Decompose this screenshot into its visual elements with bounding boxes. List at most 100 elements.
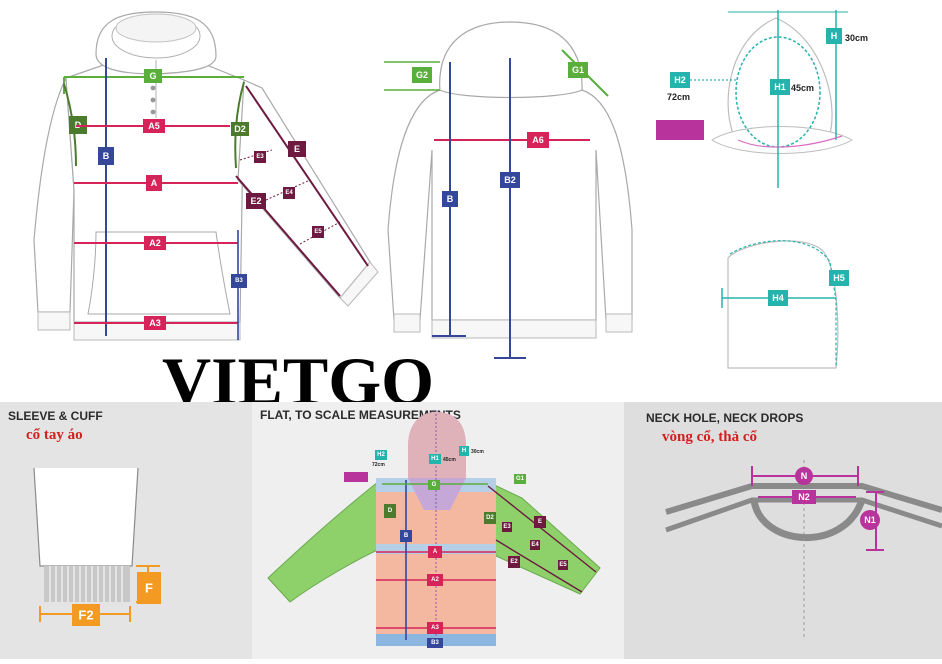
flat-d-label: D bbox=[388, 508, 393, 514]
sleeve-shape bbox=[33, 467, 139, 567]
flat-title: FLAT, TO SCALE MEASUREMENTS bbox=[260, 408, 461, 422]
flat-g1-tag bbox=[514, 474, 526, 484]
flat-e5-tag bbox=[558, 560, 568, 570]
n2-label: N2 bbox=[798, 492, 810, 502]
e2-tag bbox=[246, 193, 266, 209]
b2-tag bbox=[500, 172, 520, 188]
g2-label: G2 bbox=[416, 70, 428, 80]
back-waistband bbox=[431, 319, 597, 339]
f2-tag bbox=[72, 604, 100, 626]
sleeve-cuff-panel: SLEEVE & CUFF cổ tay áo F2 F bbox=[0, 402, 252, 659]
hood-side-view: H4 H5 bbox=[721, 240, 849, 369]
e4-tag bbox=[283, 187, 295, 199]
flat-e3-tag bbox=[502, 522, 512, 532]
flat-g1-label: G1 bbox=[516, 476, 525, 482]
back-right-cuff bbox=[605, 313, 633, 333]
g-label: G bbox=[149, 71, 156, 81]
cuff-rib-lines bbox=[49, 566, 123, 602]
b-tag bbox=[98, 147, 114, 165]
flat-b-label: B bbox=[404, 533, 409, 539]
flat-g-label: G bbox=[432, 482, 437, 488]
flat-h-value: 30cm bbox=[471, 449, 484, 455]
n1-tag bbox=[860, 510, 880, 530]
e2-label: E2 bbox=[250, 196, 261, 206]
button bbox=[150, 97, 156, 103]
flat-e2-line bbox=[495, 539, 583, 593]
n-label: N bbox=[801, 471, 808, 481]
flat-b3-label: B3 bbox=[431, 640, 439, 646]
e3-label: E3 bbox=[256, 154, 264, 160]
g1-label: G1 bbox=[572, 65, 584, 75]
flat-h2-label: H2 bbox=[377, 452, 385, 458]
h1-tag bbox=[770, 79, 790, 95]
e3-tag bbox=[254, 151, 266, 163]
flat-g-tag bbox=[428, 480, 440, 490]
h5-tag bbox=[829, 270, 849, 286]
h-value: 30cm bbox=[845, 33, 868, 43]
flat-left-sleeve bbox=[267, 481, 383, 603]
h1-label: H1 bbox=[774, 82, 786, 92]
d2-tag bbox=[231, 122, 249, 136]
d2-label: D2 bbox=[234, 124, 246, 134]
b3-label: B3 bbox=[235, 278, 243, 284]
flat-e4-label: E4 bbox=[531, 542, 539, 548]
flat-panel: FLAT, TO SCALE MEASUREMENTS H1 45cm H2 7… bbox=[252, 402, 624, 659]
flat-e4-tag bbox=[530, 540, 540, 550]
flat-a3-label: A3 bbox=[431, 625, 439, 631]
a6-tag bbox=[527, 132, 549, 148]
flat-h-tag bbox=[459, 446, 469, 456]
h4-label: H4 bbox=[772, 293, 784, 303]
button bbox=[150, 109, 156, 115]
flat-b3-tag bbox=[427, 638, 443, 648]
f-tag bbox=[137, 572, 161, 604]
n2-tag bbox=[792, 490, 816, 504]
b-tag-back bbox=[442, 191, 458, 207]
b3-tag bbox=[231, 274, 247, 288]
h-label: H bbox=[831, 31, 838, 41]
a3-tag bbox=[144, 316, 166, 330]
back-view: G2 G1 A6 B B2 bbox=[384, 21, 633, 359]
e-label: E bbox=[294, 144, 300, 154]
sleeve-cuff-subtitle: cổ tay áo bbox=[26, 427, 83, 443]
g2-tag bbox=[412, 67, 432, 83]
flat-h1-label: H1 bbox=[431, 456, 439, 462]
g1-tag bbox=[568, 62, 588, 78]
flat-a2-label: A2 bbox=[431, 577, 439, 583]
a2-label: A2 bbox=[149, 238, 161, 248]
flat-b-tag bbox=[400, 530, 412, 542]
color-swatch bbox=[656, 120, 704, 140]
neck-shoulder-line bbox=[665, 483, 942, 515]
h2-value: 72cm bbox=[667, 92, 690, 102]
a2-tag bbox=[144, 236, 166, 250]
front-right-sleeve bbox=[237, 79, 371, 299]
flat-a-tag bbox=[428, 546, 442, 558]
f2-label: F2 bbox=[78, 608, 93, 623]
h4-tag bbox=[768, 290, 788, 306]
n1-label: N1 bbox=[864, 515, 876, 525]
flat-a-label: A bbox=[433, 549, 438, 555]
b-label-back: B bbox=[447, 194, 454, 204]
a6-label: A6 bbox=[532, 135, 544, 145]
neck-panel: NECK HOLE, NECK DROPS vòng cổ, thả cổ N … bbox=[624, 402, 942, 659]
flat-e-line bbox=[487, 485, 597, 573]
a5-label: A5 bbox=[148, 121, 160, 131]
e5-label: E5 bbox=[314, 229, 322, 235]
kangaroo-pocket bbox=[87, 231, 231, 315]
h-tag bbox=[826, 28, 842, 44]
front-right-cuff bbox=[339, 261, 379, 307]
a3-label: A3 bbox=[149, 318, 161, 328]
front-left-sleeve bbox=[33, 75, 75, 313]
neck-subtitle: vòng cổ, thả cổ bbox=[662, 429, 757, 445]
a-label: A bbox=[151, 178, 158, 188]
e-tag bbox=[288, 141, 306, 157]
e5-tag bbox=[312, 226, 324, 238]
flat-e5-label: E5 bbox=[559, 562, 567, 568]
flat-h2-value: 72cm bbox=[372, 462, 385, 468]
n-tag bbox=[795, 467, 813, 485]
flat-a2-tag bbox=[427, 574, 443, 586]
hood-rib bbox=[115, 13, 197, 43]
flat-a3-tag bbox=[427, 622, 443, 634]
h2-tag bbox=[670, 72, 690, 88]
h5-line bbox=[729, 240, 837, 366]
